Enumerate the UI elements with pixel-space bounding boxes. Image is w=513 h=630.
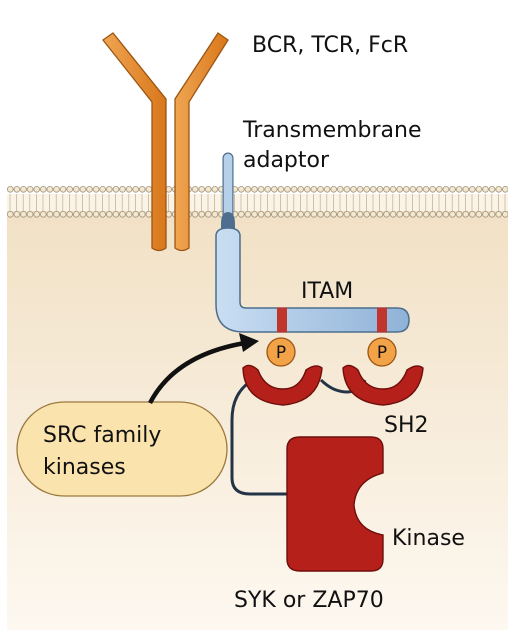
- src-label-line2: kinases: [43, 455, 126, 480]
- phosphate-label-right: P: [377, 343, 387, 363]
- receptors-label: BCR, TCR, FcR: [252, 33, 408, 58]
- receptor-bcr-tcr-fcr: [102, 32, 229, 252]
- transmembrane-adaptor: [215, 152, 410, 333]
- phosphorylation-arrow: [148, 333, 259, 405]
- sh2-domain-left: [242, 364, 323, 406]
- itam-band-right: [377, 307, 387, 333]
- kinase-domain: [286, 436, 384, 572]
- adaptor-label-line1: Transmembrane: [242, 118, 422, 143]
- sh2-label: SH2: [384, 413, 429, 438]
- phosphate-left: P: [266, 337, 296, 367]
- phosphate-right: P: [367, 337, 397, 367]
- adaptor-label-line2: adaptor: [243, 148, 330, 173]
- src-family-kinases-box: [16, 401, 228, 497]
- itam-band-left: [277, 307, 287, 333]
- sh2-domain-right: [342, 364, 424, 406]
- itam-label: ITAM: [301, 279, 353, 304]
- kinase-label: Kinase: [392, 526, 465, 551]
- src-label-line1: SRC family: [43, 423, 161, 448]
- phosphate-label-left: P: [276, 343, 286, 363]
- syk-zap70-label: SYK or ZAP70: [234, 588, 384, 613]
- itam-motif: [277, 307, 387, 333]
- plasma-membrane: [7, 186, 508, 218]
